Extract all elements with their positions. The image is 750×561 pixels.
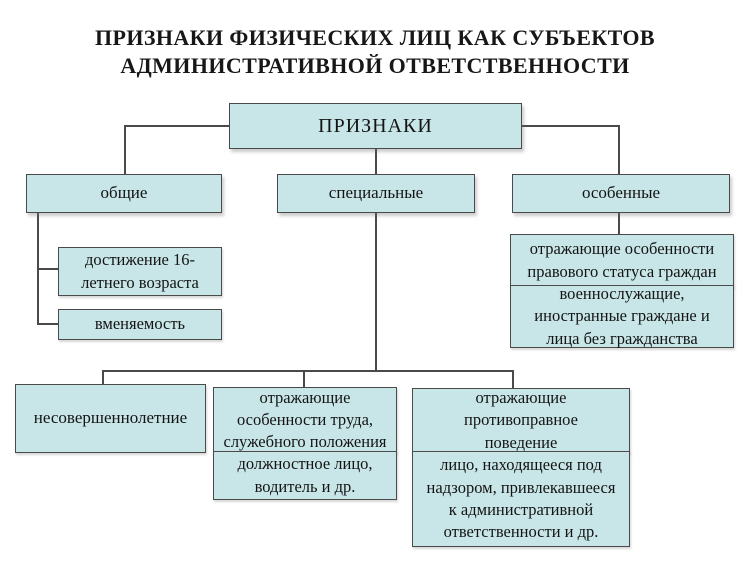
connector-special-trunk bbox=[375, 213, 377, 371]
connector-drop-labor bbox=[303, 370, 305, 388]
labor-node: отражающие особенности труда, служебного… bbox=[213, 387, 397, 453]
page-title-line2: АДМИНИСТРАТИВНОЙ ОТВЕТСТВЕННОСТИ bbox=[120, 53, 630, 78]
general-branch-node: общие bbox=[26, 174, 222, 213]
unlawful-node: отражающие противоправное поведение bbox=[412, 388, 630, 453]
page-title: ПРИЗНАКИ ФИЗИЧЕСКИХ ЛИЦ КАК СУБЪЕКТОВ АД… bbox=[0, 24, 750, 80]
connector-root-general-horizontal bbox=[124, 125, 229, 127]
connector-general-age-stub bbox=[37, 268, 58, 270]
connector-general-sanity-stub bbox=[37, 323, 58, 325]
root-node: ПРИЗНАКИ bbox=[229, 103, 522, 149]
age-node: достижение 16- летнего возраста bbox=[58, 247, 222, 296]
connector-root-general-vertical bbox=[124, 125, 126, 174]
connector-particular-status bbox=[618, 213, 620, 235]
sanity-node: вменяемость bbox=[58, 309, 222, 340]
special-branch-node: специальные bbox=[277, 174, 475, 213]
labor-examples-node: должностное лицо, водитель и др. bbox=[213, 451, 397, 500]
unlawful-examples-node: лицо, находящееся под надзором, привлека… bbox=[412, 451, 630, 547]
connector-drop-unlawful bbox=[512, 370, 514, 389]
connector-root-special bbox=[375, 149, 377, 174]
connector-drop-minors bbox=[102, 370, 104, 385]
legal-status-examples-node: военнослужащие, иностранные граждане и л… bbox=[510, 284, 734, 348]
minors-node: несовершеннолетние bbox=[15, 384, 206, 453]
connector-root-particular-horizontal bbox=[522, 125, 620, 127]
particular-branch-node: особенные bbox=[512, 174, 730, 213]
connector-special-distributor bbox=[102, 370, 514, 372]
connector-root-particular-vertical bbox=[618, 125, 620, 174]
page-title-line1: ПРИЗНАКИ ФИЗИЧЕСКИХ ЛИЦ КАК СУБЪЕКТОВ bbox=[94, 25, 656, 50]
legal-status-node: отражающие особенности правового статуса… bbox=[510, 234, 734, 287]
